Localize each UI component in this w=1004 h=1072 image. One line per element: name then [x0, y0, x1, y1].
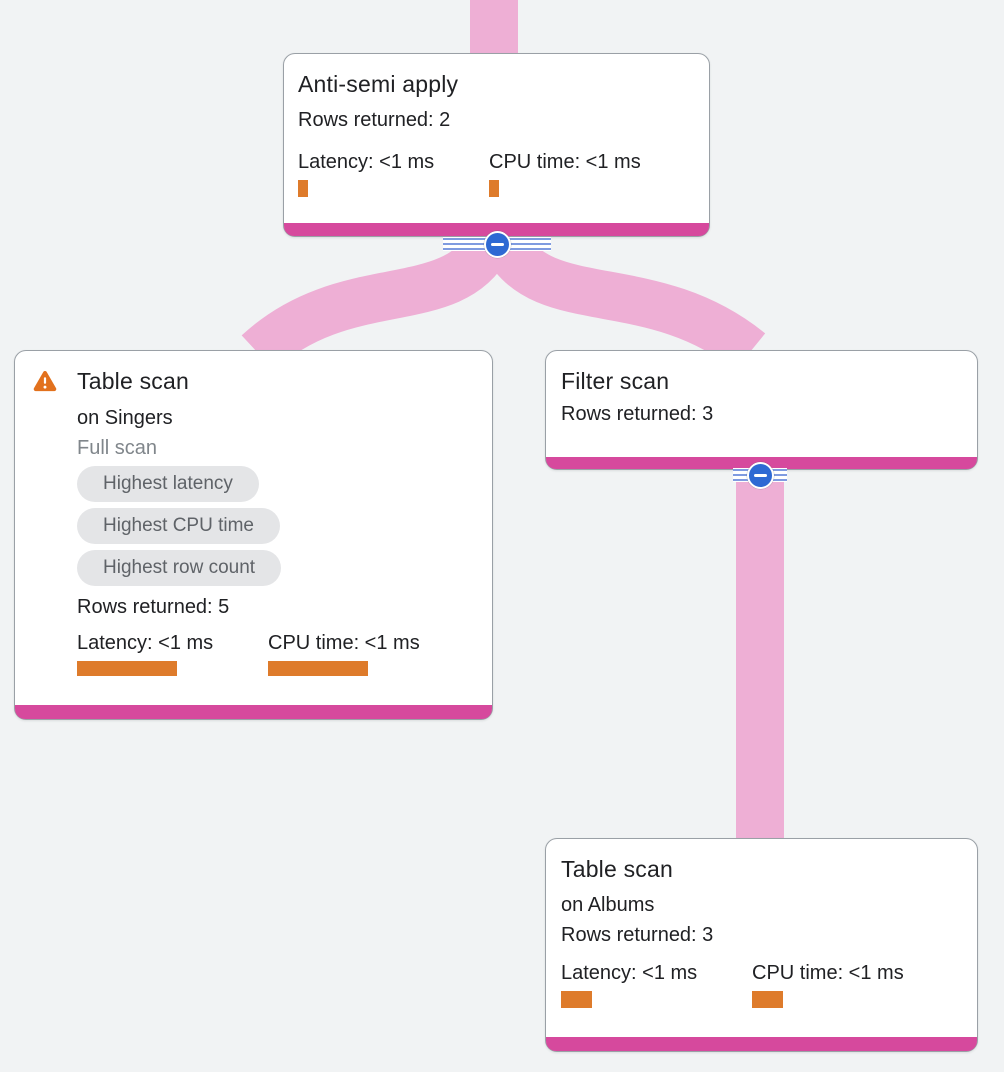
metrics-row: Latency: <1 ms CPU time: <1 ms — [298, 150, 693, 197]
node-title: Table scan — [561, 856, 673, 882]
rows-returned-text: Rows returned: 3 — [561, 403, 714, 425]
highlight-badges: Highest latency Highest CPU time Highest… — [77, 466, 476, 586]
minus-glyph — [490, 242, 504, 246]
warning-icon[interactable] — [33, 370, 57, 392]
node-title: Filter scan — [561, 368, 670, 394]
node-title: Table scan — [77, 368, 189, 394]
cpu-time-bar — [268, 661, 368, 676]
cpu-time-label: CPU time: <1 ms — [752, 962, 904, 984]
latency-label: Latency: <1 ms — [561, 962, 698, 984]
plan-node-table-scan-albums[interactable]: Table scan on Albums Rows returned: 3 La… — [545, 838, 978, 1052]
cpu-time-label: CPU time: <1 ms — [268, 632, 420, 654]
rows-returned-text: Rows returned: 2 — [298, 109, 451, 131]
latency-metric: Latency: <1 ms — [298, 150, 489, 197]
metrics-row: Latency: <1 ms CPU time: <1 ms — [77, 631, 476, 676]
collapse-button-filter-scan-children[interactable] — [733, 461, 787, 489]
latency-label: Latency: <1 ms — [298, 151, 435, 173]
node-title: Anti-semi apply — [298, 71, 459, 97]
rows-returned-text: Rows returned: 3 — [561, 924, 714, 946]
latency-bar — [298, 180, 308, 197]
latency-metric: Latency: <1 ms — [561, 961, 752, 1008]
scan-target-text: on Albums — [561, 894, 655, 916]
badge-highest-latency: Highest latency — [77, 466, 259, 502]
minus-in-circle-icon — [746, 461, 774, 489]
minus-glyph — [753, 473, 767, 477]
latency-label: Latency: <1 ms — [77, 632, 214, 654]
node-accent-bar — [15, 705, 492, 719]
edge-root-to-singers — [241, 230, 511, 372]
cpu-time-bar — [752, 991, 783, 1008]
node-header: Table scan — [33, 366, 476, 396]
cpu-time-metric: CPU time: <1 ms — [268, 631, 459, 676]
plan-node-anti-semi-apply[interactable]: Anti-semi apply Rows returned: 2 Latency… — [283, 53, 710, 237]
plan-node-table-scan-singers[interactable]: Table scan on Singers Full scan Highest … — [14, 350, 493, 720]
scan-mode-text: Full scan — [77, 437, 158, 459]
latency-bar — [561, 991, 592, 1008]
edge-root-to-filter — [483, 230, 766, 371]
metrics-row: Latency: <1 ms CPU time: <1 ms — [561, 961, 961, 1008]
plan-node-filter-scan[interactable]: Filter scan Rows returned: 3 — [545, 350, 978, 470]
scan-target-text: on Singers — [77, 407, 173, 429]
minus-in-circle-icon — [483, 230, 511, 258]
latency-metric: Latency: <1 ms — [77, 631, 268, 676]
cpu-time-metric: CPU time: <1 ms — [752, 961, 943, 1008]
cpu-time-metric: CPU time: <1 ms — [489, 150, 680, 197]
collapse-button-anti-semi-apply-children[interactable] — [443, 230, 551, 258]
latency-bar — [77, 661, 177, 676]
badge-highest-row-count: Highest row count — [77, 550, 282, 586]
node-accent-bar — [284, 223, 709, 236]
rows-returned-text: Rows returned: 5 — [77, 596, 230, 618]
cpu-time-bar — [489, 180, 499, 197]
node-accent-bar — [546, 1037, 977, 1051]
cpu-time-label: CPU time: <1 ms — [489, 151, 641, 173]
badge-highest-cpu-time: Highest CPU time — [77, 508, 280, 544]
